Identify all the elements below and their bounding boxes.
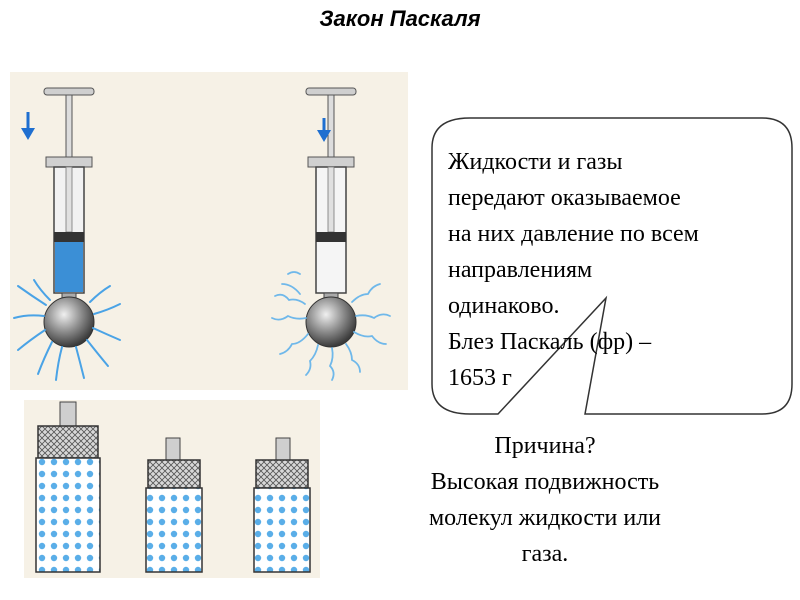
reason-line: молекул жидкости или [428,505,662,531]
callout-bubble [431,117,793,415]
callout-line: 1653 г [448,365,512,391]
container-medium [145,437,203,573]
reason-line: Высокая подвижность [430,469,660,495]
slide-title: Закон Паскаля [319,6,481,31]
container-large [35,401,101,573]
callout-line: одинаково. [448,293,560,319]
callout-line: на них давление по всем [448,221,699,247]
callout-text: Жидкости и газы передают оказываемое на … [448,144,793,396]
callout-line: направлениям [448,257,593,283]
liquid-syringe [13,87,121,381]
container-small [253,437,311,573]
reason-block: Причина? Высокая подвижность молекул жид… [380,428,710,572]
down-arrow-icon [317,118,331,142]
gas-syringe [271,87,391,381]
reason-question: Причина? [494,433,596,459]
callout-line: Блез Паскаль (фр) – [448,329,652,355]
callout-line: передают оказываемое [448,185,681,211]
down-arrow-icon [21,112,35,140]
callout-line: Жидкости и газы [448,149,623,175]
reason-line: газа. [521,541,569,567]
